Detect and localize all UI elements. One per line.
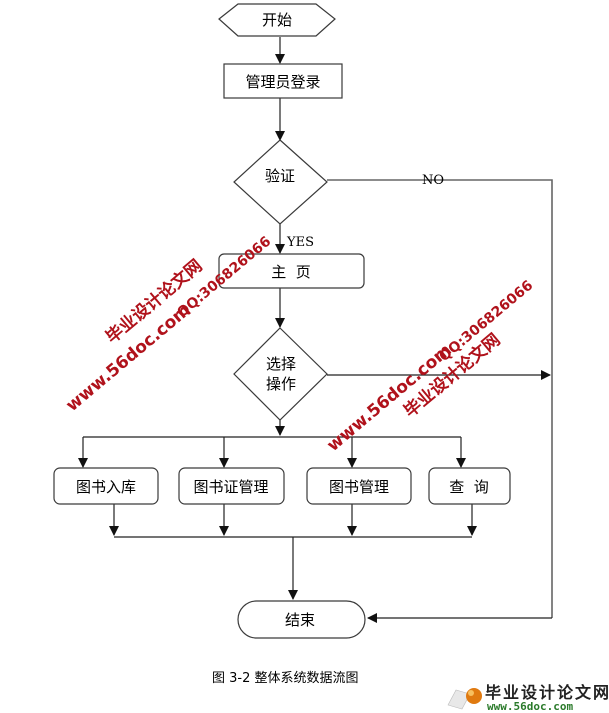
node-end: 结束 — [237, 600, 366, 639]
node-query: 查 询 — [428, 467, 511, 505]
node-book-in: 图书入库 — [53, 467, 159, 505]
node-start-label: 开始 — [262, 11, 292, 29]
logo-url: www.56doc.com — [487, 700, 573, 713]
edge-verify-no — [327, 179, 553, 618]
node-book-mgmt: 图书管理 — [306, 467, 412, 505]
node-query-label: 查 询 — [449, 478, 489, 496]
node-login: 管理员登录 — [223, 63, 343, 99]
node-card-mgmt: 图书证管理 — [178, 467, 285, 505]
node-verify-label: 验证 — [265, 167, 295, 185]
node-card-mgmt-label: 图书证管理 — [193, 478, 268, 496]
node-book-mgmt-label: 图书管理 — [329, 478, 389, 496]
node-login-label: 管理员登录 — [245, 73, 320, 91]
node-choose-label-line2: 操作 — [266, 375, 296, 393]
node-start: 开始 — [218, 3, 336, 37]
node-verify: 验证 — [233, 139, 328, 225]
node-home: 主 页 — [218, 253, 365, 289]
site-logo: 毕业设计论文网 www.56doc.com — [447, 683, 609, 713]
book-orb-icon — [447, 688, 482, 710]
node-home-label: 主 页 — [271, 263, 311, 281]
node-end-label: 结束 — [285, 611, 315, 629]
logo-name: 毕业设计论文网 — [485, 683, 609, 702]
node-book-in-label: 图书入库 — [76, 478, 136, 496]
edge-label-no: NO — [422, 173, 444, 188]
node-choose: 选择 操作 — [233, 327, 328, 421]
edge-label-yes: YES — [286, 235, 314, 250]
edges — [78, 37, 553, 623]
node-choose-label-line1: 选择 — [266, 355, 296, 373]
figure-caption: 图 3-2 整体系统数据流图 — [212, 671, 359, 686]
